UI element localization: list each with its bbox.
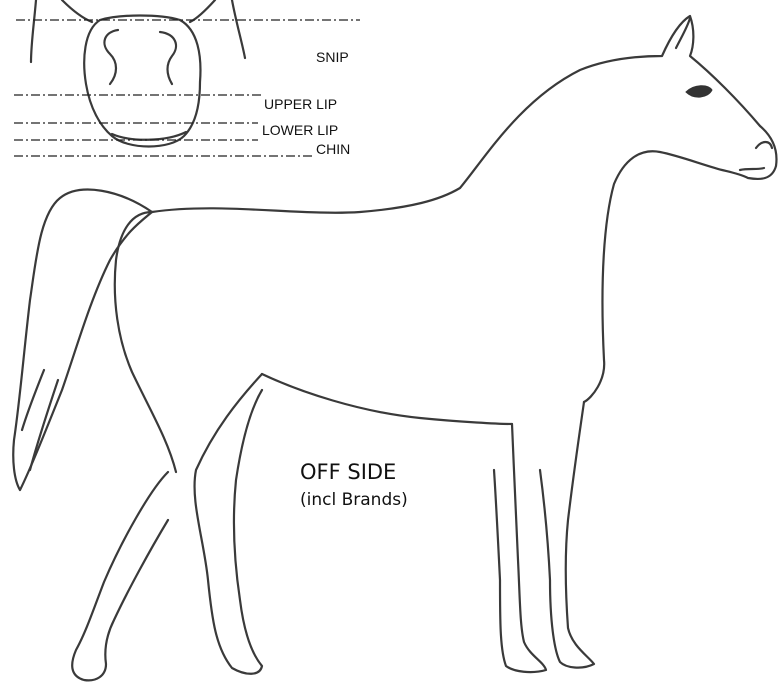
nostril-left-icon <box>104 30 118 84</box>
label-lower-lip: LOWER LIP <box>262 122 338 138</box>
horse-muzzle-front-drawing <box>31 0 245 147</box>
muzzle-outline-right-far <box>232 0 245 58</box>
muzzle-top <box>100 16 180 21</box>
horse-mouth-line <box>740 168 764 170</box>
body-view-subtitle: (incl Brands) <box>300 490 408 510</box>
hind-leg-far <box>72 472 168 680</box>
body-view-title: OFF SIDE <box>300 460 396 484</box>
horse-topline-outline <box>152 16 776 402</box>
tail-hair-strands <box>22 370 58 470</box>
eye-icon <box>686 86 712 97</box>
label-chin: CHIN <box>316 141 350 157</box>
muzzle-outline-left-far <box>31 0 36 62</box>
label-snip: SNIP <box>316 49 349 65</box>
nostril-right-icon <box>160 32 176 84</box>
front-leg-near <box>540 402 594 668</box>
muzzle-jaw-right <box>190 0 215 22</box>
horse-belly-outline <box>262 374 512 424</box>
lip-line <box>112 132 186 140</box>
muzzle-outline <box>84 20 200 147</box>
front-leg-far <box>494 424 546 672</box>
horse-rump-outline <box>115 212 176 472</box>
label-upper-lip: UPPER LIP <box>264 96 337 112</box>
horse-nostril-line <box>756 142 772 148</box>
horse-tail <box>13 190 152 490</box>
muzzle-jaw-left <box>62 0 92 22</box>
hind-leg-near <box>195 374 262 674</box>
horse-side-view-drawing <box>13 16 776 680</box>
